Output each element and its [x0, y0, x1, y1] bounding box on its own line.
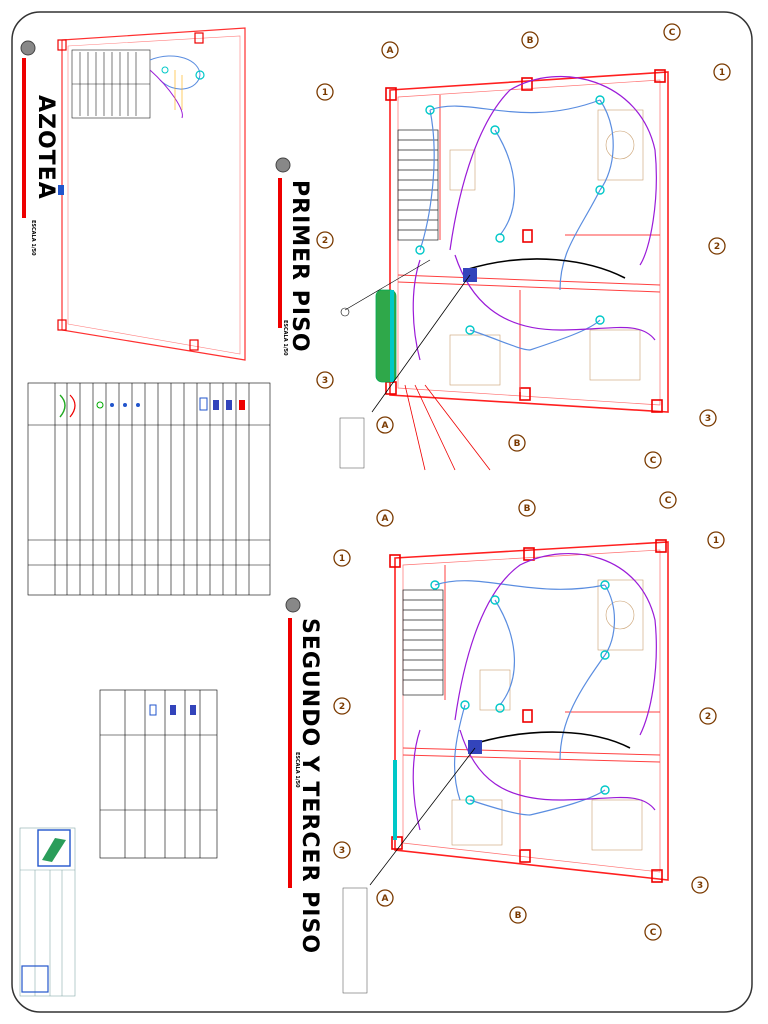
north-arrow-roof — [20, 40, 36, 218]
svg-text:2: 2 — [705, 712, 711, 722]
svg-text:B: B — [515, 911, 522, 921]
svg-text:A: A — [387, 46, 394, 56]
symbols-table — [99, 689, 218, 859]
svg-text:C: C — [665, 496, 672, 506]
company-logo — [37, 829, 71, 867]
title-roof: AZOTEA — [33, 95, 58, 200]
svg-text:B: B — [514, 439, 521, 449]
sheet-border — [11, 11, 753, 1013]
upper-floor-plan — [342, 539, 669, 994]
svg-text:1: 1 — [339, 554, 345, 564]
svg-text:C: C — [650, 456, 657, 466]
first-floor-plan — [339, 69, 669, 471]
svg-text:A: A — [382, 421, 389, 431]
svg-text:2: 2 — [714, 242, 720, 252]
svg-text:B: B — [527, 36, 534, 46]
svg-text:1: 1 — [719, 68, 725, 78]
north-arrow-first — [275, 157, 291, 328]
grid-axis-bubbles — [316, 23, 731, 941]
svg-text:3: 3 — [697, 881, 703, 891]
svg-text:1: 1 — [322, 88, 328, 98]
title-upper-floors: SEGUNDO Y TERCER PISO — [297, 618, 322, 955]
svg-text:2: 2 — [339, 702, 345, 712]
svg-text:2: 2 — [322, 236, 328, 246]
symbols-table-icons — [149, 704, 196, 716]
north-arrow-upper — [285, 597, 301, 888]
title-first-floor: PRIMER PISO — [287, 180, 312, 353]
legend-table — [27, 382, 271, 596]
grid-axis-labels: A B C 1 1 2 2 3 3 A B C A B C 1 1 2 2 3 … — [322, 28, 725, 938]
svg-text:1: 1 — [713, 536, 719, 546]
roof-plan — [57, 27, 246, 361]
svg-text:3: 3 — [322, 376, 328, 386]
svg-text:3: 3 — [705, 414, 711, 424]
svg-text:A: A — [382, 514, 389, 524]
scale-roof: ESCALA 1/50 — [30, 220, 36, 256]
title-block — [19, 827, 76, 997]
scale-first-floor: ESCALA 1/50 — [282, 320, 288, 356]
scale-upper-floors: ESCALA 1/50 — [294, 752, 300, 788]
svg-text:3: 3 — [339, 846, 345, 856]
svg-text:C: C — [650, 928, 657, 938]
legend-symbols — [59, 394, 245, 418]
svg-text:B: B — [524, 504, 531, 514]
svg-text:A: A — [382, 894, 389, 904]
svg-text:C: C — [669, 28, 676, 38]
